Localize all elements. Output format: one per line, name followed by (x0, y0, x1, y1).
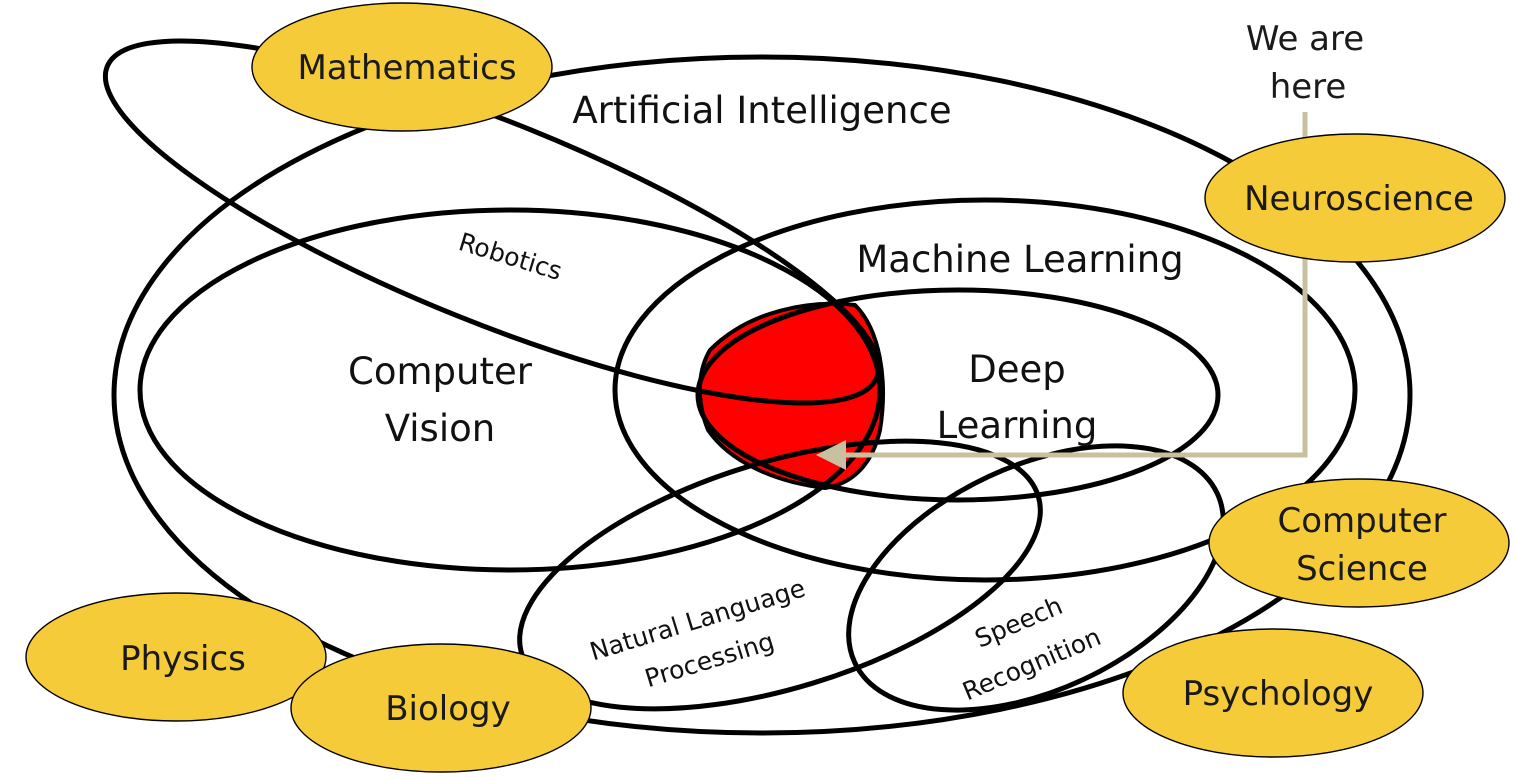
field-computer-science-label-line1: Computer (1277, 501, 1446, 541)
ai-ellipse (111, 54, 1413, 736)
robotics-label: Robotics (455, 227, 565, 286)
field-neuroscience: Neuroscience (1204, 133, 1506, 263)
pointer-label-line1: We are (1246, 19, 1364, 59)
field-computer-science-label-line2: Science (1296, 549, 1428, 589)
ai-label: Artificial Intelligence (572, 89, 951, 132)
pointer-label-line2: here (1270, 67, 1347, 107)
cv-label-line2: Vision (385, 407, 495, 450)
field-psychology-label: Psychology (1183, 674, 1374, 714)
field-neuroscience-label: Neuroscience (1244, 179, 1474, 219)
dl-ellipse (695, 287, 1221, 503)
dl-label-line1: Deep (968, 348, 1066, 391)
ml-label: Machine Learning (856, 238, 1183, 281)
robotics-ellipse (102, 38, 882, 406)
field-psychology: Psychology (1122, 628, 1424, 758)
cv-ellipse (137, 207, 883, 573)
field-mathematics-label: Mathematics (297, 48, 516, 88)
field-biology: Biology (290, 643, 592, 773)
dl-label-line2: Learning (937, 404, 1098, 447)
field-biology-label: Biology (385, 689, 511, 729)
field-computer-science: Computer Science (1208, 478, 1510, 608)
cv-label-line1: Computer (348, 350, 533, 393)
field-physics: Physics (25, 592, 327, 722)
speech-ellipse (846, 443, 1226, 713)
ml-ellipse (612, 197, 1358, 583)
field-mathematics: Mathematics (251, 2, 553, 132)
field-physics-label: Physics (120, 639, 246, 679)
